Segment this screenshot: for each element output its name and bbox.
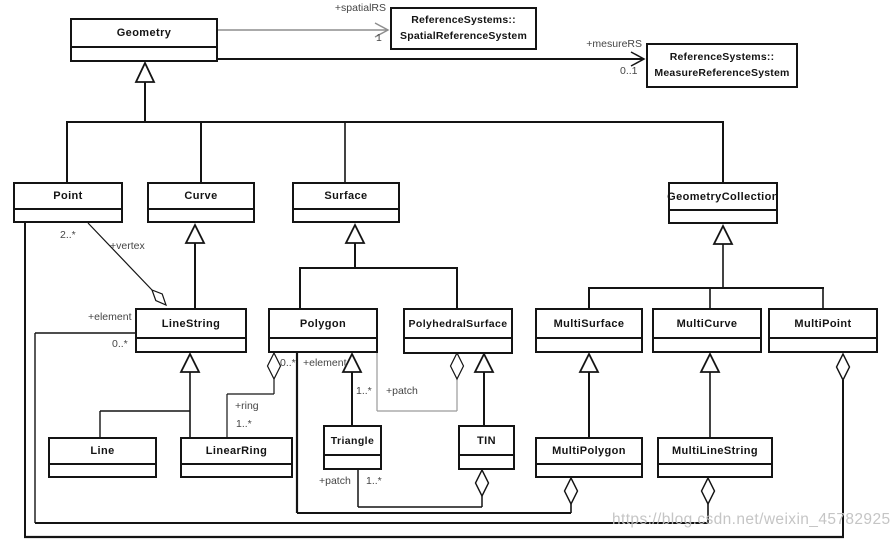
watermark-text: https://blog.csdn.net/weixin_45782925 xyxy=(612,511,891,528)
class-name-polygon: Polygon xyxy=(270,310,376,339)
class-box-surface: Surface xyxy=(292,182,400,223)
class-box-linestring: LineString xyxy=(135,308,247,353)
class-name-geometry: Geometry xyxy=(72,20,216,48)
class-name-multipoint: MultiPoint xyxy=(770,310,876,339)
class-name-linear-ring: LinearRing xyxy=(182,439,291,465)
generalization-linestring-curve xyxy=(184,222,206,308)
aggregation-patch-tin xyxy=(357,468,490,508)
label-patch-mult: 1..* xyxy=(356,385,372,397)
class-box-geometry: Geometry xyxy=(70,18,218,62)
class-box-polygon: Polygon xyxy=(268,308,378,353)
class-box-multisurface: MultiSurface xyxy=(535,308,643,353)
label-ring-role: +ring xyxy=(235,400,259,412)
class-box-line: Line xyxy=(48,437,157,478)
label-polygon-element-role: +element xyxy=(303,357,347,369)
class-box-multicurve: MultiCurve xyxy=(652,308,762,353)
class-name-multipolygon: MultiPolygon xyxy=(537,439,641,465)
label-tin-patch-mult: 1..* xyxy=(366,475,382,487)
class-box-spatial-reference-system: ReferenceSystems:: SpatialReferenceSyste… xyxy=(390,7,537,50)
generalization-triangle-polygon xyxy=(341,351,363,425)
generalization-to-linestring xyxy=(99,351,201,437)
label-linestring-element-mult: 0..* xyxy=(112,338,128,350)
aggregation-multipolygon-polygon xyxy=(295,353,579,514)
class-box-multipoint: MultiPoint xyxy=(768,308,878,353)
generalization-multipolygon-multisurface xyxy=(578,351,600,437)
class-name-linestring: LineString xyxy=(137,310,245,339)
class-name-multilinestring: MultiLineString xyxy=(659,439,771,465)
label-measurers-mult: 0..1 xyxy=(620,65,638,77)
measure-rs-line1: ReferenceSystems:: xyxy=(669,50,775,63)
aggregation-vertex xyxy=(87,222,168,307)
class-name-curve: Curve xyxy=(149,184,253,210)
aggregation-multilinestring-linestring xyxy=(34,332,716,524)
class-box-polyhedral-surface: PolyhedralSurface xyxy=(403,308,513,354)
label-vertex-role: +vertex xyxy=(110,240,145,252)
class-box-measure-reference-system: ReferenceSystems:: MeasureReferenceSyste… xyxy=(646,43,798,88)
class-name-triangle: Triangle xyxy=(325,427,380,456)
label-spatialrs-mult: 1 xyxy=(376,32,382,44)
label-measurers-role: +mesureRS xyxy=(586,38,642,50)
class-name-tin: TIN xyxy=(460,427,513,456)
generalization-tin-polyhedral xyxy=(473,351,495,425)
class-name-multicurve: MultiCurve xyxy=(654,310,760,339)
class-name-surface: Surface xyxy=(294,184,398,210)
aggregation-patch-polyhedral xyxy=(376,351,465,412)
class-name-polyhedral-surface: PolyhedralSurface xyxy=(405,310,511,339)
aggregation-multipoint-point xyxy=(24,223,851,539)
generalization-multilinestring-multicurve xyxy=(699,351,721,437)
label-tin-patch-role: +patch xyxy=(319,475,351,487)
label-spatialrs-role: +spatialRS xyxy=(334,2,386,14)
class-box-multilinestring: MultiLineString xyxy=(657,437,773,478)
class-box-point: Point xyxy=(13,182,123,223)
class-name-line: Line xyxy=(50,439,155,465)
generalization-to-geometrycollection xyxy=(588,223,824,308)
label-polygon-element-mult: 0..* xyxy=(280,357,296,369)
class-box-linear-ring: LinearRing xyxy=(180,437,293,478)
spatial-rs-line2: SpatialReferenceSystem xyxy=(400,29,527,42)
label-vertex-mult: 2..* xyxy=(60,229,76,241)
measure-rs-line2: MeasureReferenceSystem xyxy=(654,66,790,79)
label-linestring-element-role: +element xyxy=(88,311,132,323)
class-box-geometry-collection: GeometryCollection xyxy=(667,182,778,224)
label-ring-mult: 1..* xyxy=(236,418,252,430)
class-box-curve: Curve xyxy=(147,182,255,223)
assoc-measurers xyxy=(218,51,646,67)
class-box-tin: TIN xyxy=(458,425,515,470)
aggregation-ring xyxy=(226,351,282,437)
class-name-multisurface: MultiSurface xyxy=(537,310,641,339)
class-name-geometry-collection: GeometryCollection xyxy=(667,184,778,211)
spatial-rs-line1: ReferenceSystems:: xyxy=(411,13,516,26)
generalization-to-surface xyxy=(299,222,458,308)
class-name-point: Point xyxy=(15,184,121,210)
class-box-multipolygon: MultiPolygon xyxy=(535,437,643,478)
class-box-triangle: Triangle xyxy=(323,425,382,470)
assoc-spatialrs xyxy=(218,22,390,38)
label-patch-role: +patch xyxy=(386,385,418,397)
generalization-to-geometry xyxy=(66,60,724,182)
